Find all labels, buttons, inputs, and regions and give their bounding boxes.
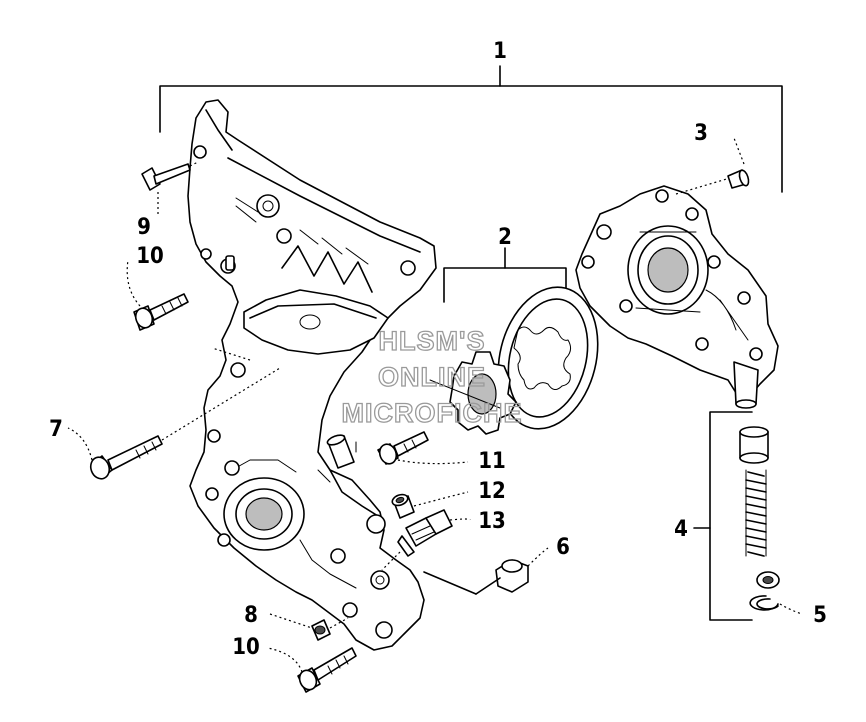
watermark-line-2: ONLINE (378, 362, 486, 392)
bolt-9 (141, 161, 199, 214)
callout-10-lower[interactable]: 10 (232, 635, 260, 660)
oil-pump-rotor-set (429, 247, 599, 435)
sleeve-12 (391, 491, 469, 519)
callout-11[interactable]: 11 (478, 449, 506, 474)
callout-9[interactable]: 9 (137, 215, 151, 240)
assembly-bracket-1 (159, 65, 783, 193)
nut-6 (423, 547, 549, 595)
callout-3[interactable]: 3 (694, 121, 708, 146)
bolt-3 (675, 137, 750, 195)
oil-pressure-switch-13 (381, 509, 471, 571)
bolt-8 (269, 613, 349, 641)
relief-valve-group-4 (693, 411, 803, 621)
callout-labels: 1 2 3 4 5 6 7 8 9 10 10 11 12 13 (49, 39, 827, 660)
callout-5[interactable]: 5 (813, 603, 827, 628)
dowel-sleeve (326, 434, 355, 469)
callout-4[interactable]: 4 (674, 517, 688, 542)
callout-1[interactable]: 1 (493, 39, 507, 64)
watermark: HLSM'S ONLINE MICROFICHE (341, 325, 523, 428)
callout-13[interactable]: 13 (478, 509, 506, 534)
bolt-10-upper (126, 259, 189, 331)
callout-10-upper[interactable]: 10 (136, 244, 164, 269)
oil-pump-cover (575, 185, 779, 409)
callout-8[interactable]: 8 (244, 603, 258, 628)
callout-2[interactable]: 2 (498, 225, 512, 250)
bolt-10-lower (267, 647, 357, 693)
timing-cover (187, 99, 437, 651)
bolt-7 (67, 367, 281, 480)
bolt-11 (377, 431, 469, 465)
callout-6[interactable]: 6 (556, 535, 570, 560)
callout-7[interactable]: 7 (49, 417, 63, 442)
callout-12[interactable]: 12 (478, 479, 506, 504)
watermark-line-3: MICROFICHE (342, 398, 523, 428)
watermark-line-1: HLSM'S (379, 326, 486, 356)
